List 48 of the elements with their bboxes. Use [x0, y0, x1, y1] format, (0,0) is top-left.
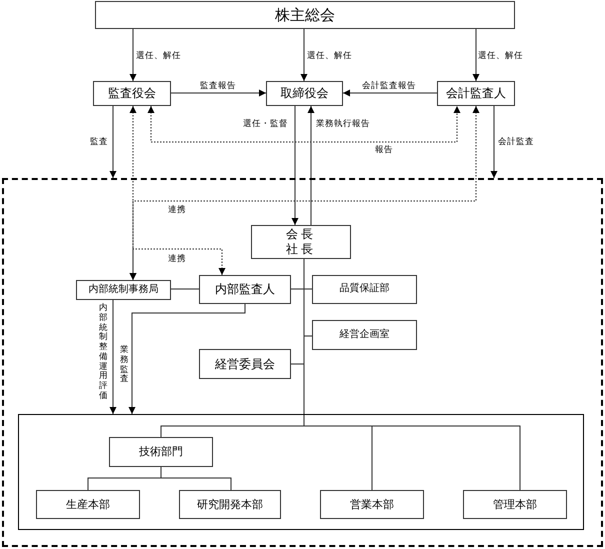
edge-label: 選任、解任 [478, 52, 523, 60]
edge-label: 会計監査報告 [362, 82, 416, 90]
edge-label: 選任、解任 [136, 52, 181, 60]
org-box: 経営委員会 [199, 349, 291, 379]
org-box: 監査役会 [93, 81, 171, 106]
org-box: 内部監査人 [199, 275, 291, 304]
org-box: 品質保証部 [312, 275, 417, 304]
org-box: 内部統制事務局 [76, 280, 171, 300]
dotted-arrow [130, 248, 226, 280]
arrow [170, 90, 266, 96]
org-box: 生産本部 [36, 490, 140, 519]
meeting-box: 株主総会 [95, 1, 515, 29]
dotted-arrow [130, 106, 480, 280]
edge-label: 業務執行報告 [316, 120, 370, 128]
arrow [342, 90, 438, 96]
edge-label: 内部統制整備運用評価 [99, 304, 108, 402]
org-box: 会計監査人 [437, 81, 515, 106]
dotted-arrow [148, 106, 460, 142]
arrow [110, 300, 116, 414]
arrow [292, 106, 298, 226]
connector-line [160, 466, 232, 490]
group-frame [18, 414, 584, 530]
connector-line [170, 288, 200, 290]
arrow [472, 28, 480, 82]
org-box: 取締役会 [266, 81, 343, 106]
title-text: 会長 [286, 227, 316, 242]
org-box: 営業本部 [320, 490, 424, 519]
dashed-region [2, 178, 603, 547]
edge-label: 報告 [375, 146, 393, 154]
org-box: 研究開発本部 [179, 490, 281, 519]
org-box: 管理本部 [463, 490, 567, 519]
edge-label: 監査報告 [200, 82, 236, 90]
title-text: 社長 [286, 242, 316, 257]
edge-label: 連携 [168, 206, 186, 214]
org-box [251, 225, 351, 259]
arrow [308, 106, 314, 226]
edge-label: 選任、解任 [307, 52, 352, 60]
edge-label: 監査 [90, 138, 108, 146]
arrow [490, 106, 498, 178]
arrow [130, 28, 136, 82]
org-box: 技術部門 [109, 437, 213, 467]
edge-label: 選任・監督 [243, 120, 288, 128]
org-box: 経営企画室 [312, 320, 417, 350]
edge-label: 会計監査 [498, 138, 534, 146]
edge-label: 連携 [168, 255, 186, 264]
arrow [300, 28, 308, 82]
arrow [128, 304, 246, 414]
arrow [110, 106, 116, 178]
